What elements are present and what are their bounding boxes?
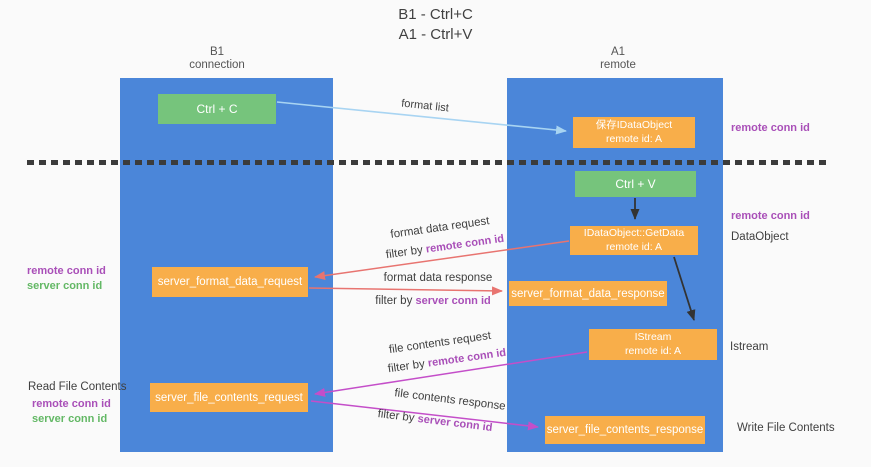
lane-a1-subtitle: remote — [600, 59, 636, 71]
node-ctrl-v-label: Ctrl + V — [615, 177, 656, 191]
right-label-remote-conn-id-2: remote conn id — [731, 210, 810, 222]
node-server-format-data-response-label: server_format_data_response — [511, 287, 665, 300]
node-istream-line1: IStream — [634, 331, 672, 343]
node-server-file-contents-request: server_file_contents_request — [150, 383, 308, 412]
node-save-dataobject: 保存IDataObject remote id: A — [573, 117, 695, 148]
left-label-server-conn-id-1: server conn id — [27, 280, 103, 292]
node-save-dataobject-line1: 保存IDataObject — [595, 119, 673, 131]
right-label-remote-conn-id-1: remote conn id — [731, 122, 810, 134]
lane-a1-title: A1 — [610, 46, 626, 58]
left-label-read-file-contents: Read File Contents — [28, 381, 127, 393]
node-ctrl-v: Ctrl + V — [575, 171, 696, 197]
label-file-contents-response: file contents response — [393, 387, 507, 413]
left-label-remote-conn-id-2: remote conn id — [32, 398, 111, 410]
node-ctrl-c-label: Ctrl + C — [196, 102, 238, 116]
dashed-divider — [27, 160, 830, 165]
left-label-server-conn-id-2: server conn id — [32, 413, 108, 425]
left-label-remote-conn-id-1: remote conn id — [27, 265, 106, 277]
lane-b1-subtitle: connection — [189, 59, 245, 71]
diagram-title: B1 - Ctrl+C A1 - Ctrl+V — [0, 5, 871, 45]
filter-by-text: filter by — [375, 295, 413, 307]
right-label-write-file-contents: Write File Contents — [737, 422, 835, 434]
right-label-istream: Istream — [730, 341, 769, 353]
arrow-format-data-response — [308, 286, 503, 296]
label-filter-by-server-1: filter by server conn id — [368, 295, 498, 307]
node-save-dataobject-line2: remote id: A — [605, 132, 663, 145]
node-ctrl-c: Ctrl + C — [158, 94, 276, 124]
remote-conn-id-text: remote conn id — [425, 232, 505, 256]
filter-by-text: filter by — [385, 244, 424, 262]
node-getdata: IDataObject::GetData remote id: A — [570, 226, 698, 255]
node-istream-line2: remote id: A — [624, 344, 682, 357]
label-format-list: format list — [400, 97, 450, 115]
remote-conn-id-text: remote conn id — [427, 346, 507, 370]
filter-by-text: filter by — [387, 358, 426, 376]
lane-header-b1: B1 connection — [137, 46, 297, 72]
server-conn-id-text: server conn id — [416, 412, 494, 434]
label-filter-by-server-2: filter by server conn id — [370, 407, 500, 435]
title-line-2: A1 - Ctrl+V — [398, 26, 473, 43]
lane-header-a1: A1 remote — [538, 46, 698, 72]
node-server-format-data-response: server_format_data_response — [509, 281, 667, 306]
node-server-file-contents-response-label: server_file_contents_response — [546, 424, 704, 436]
node-server-file-contents-request-label: server_file_contents_request — [155, 391, 303, 404]
server-conn-id-text: server conn id — [415, 295, 491, 307]
label-format-data-response: format data response — [383, 272, 493, 284]
filter-by-text: filter by — [376, 408, 416, 425]
node-server-file-contents-response: server_file_contents_response — [545, 416, 705, 444]
node-server-format-data-request-label: server_format_data_request — [157, 276, 303, 288]
node-getdata-line2: remote id: A — [605, 240, 663, 253]
node-server-format-data-request: server_format_data_request — [152, 267, 308, 297]
node-getdata-line1: IDataObject::GetData — [583, 227, 685, 239]
title-line-1: B1 - Ctrl+C — [398, 6, 473, 23]
lane-b1-title: B1 — [209, 46, 225, 58]
node-istream: IStream remote id: A — [589, 329, 717, 360]
right-label-dataobject: DataObject — [731, 231, 789, 243]
